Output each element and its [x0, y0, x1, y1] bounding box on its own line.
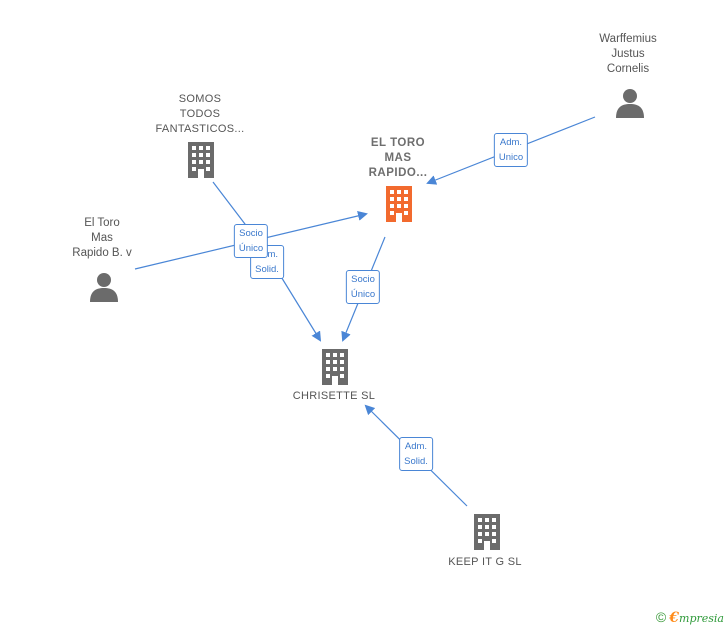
- brand-logo-initial: €: [669, 610, 680, 626]
- copyright-icon: ©: [655, 609, 667, 625]
- node-label-keepit[interactable]: KEEP IT G SL: [448, 556, 522, 568]
- edge-label-adm-unico[interactable]: Adm. Unico: [493, 133, 529, 167]
- node-label-somos[interactable]: SOMOS TODOS FANTASTICOS...: [155, 93, 245, 135]
- edge-label-socio-unico[interactable]: Socio Único: [345, 270, 381, 304]
- brand-name: mpresia: [679, 612, 724, 625]
- edge-label-adm-solid[interactable]: Adm. Solid.: [399, 437, 433, 471]
- node-label-chrisette[interactable]: CHRISETTE SL: [292, 390, 376, 402]
- building-icon[interactable]: [471, 514, 503, 550]
- building-icon-highlight[interactable]: [383, 186, 415, 222]
- node-label-eltoro-person[interactable]: El Toro Mas Rapido B. v: [72, 217, 132, 259]
- person-icon[interactable]: [615, 88, 645, 118]
- node-label-warffemius[interactable]: Warffemius Justus Cornelis: [599, 33, 657, 75]
- brand-footer[interactable]: © €mpresia: [656, 609, 724, 626]
- node-label-eltoro-company[interactable]: EL TORO MAS RAPIDO...: [368, 137, 428, 179]
- building-icon[interactable]: [319, 349, 351, 385]
- building-icon[interactable]: [185, 142, 217, 178]
- edge-label-socio-unico[interactable]: Socio Único: [233, 224, 269, 258]
- person-icon[interactable]: [89, 272, 119, 302]
